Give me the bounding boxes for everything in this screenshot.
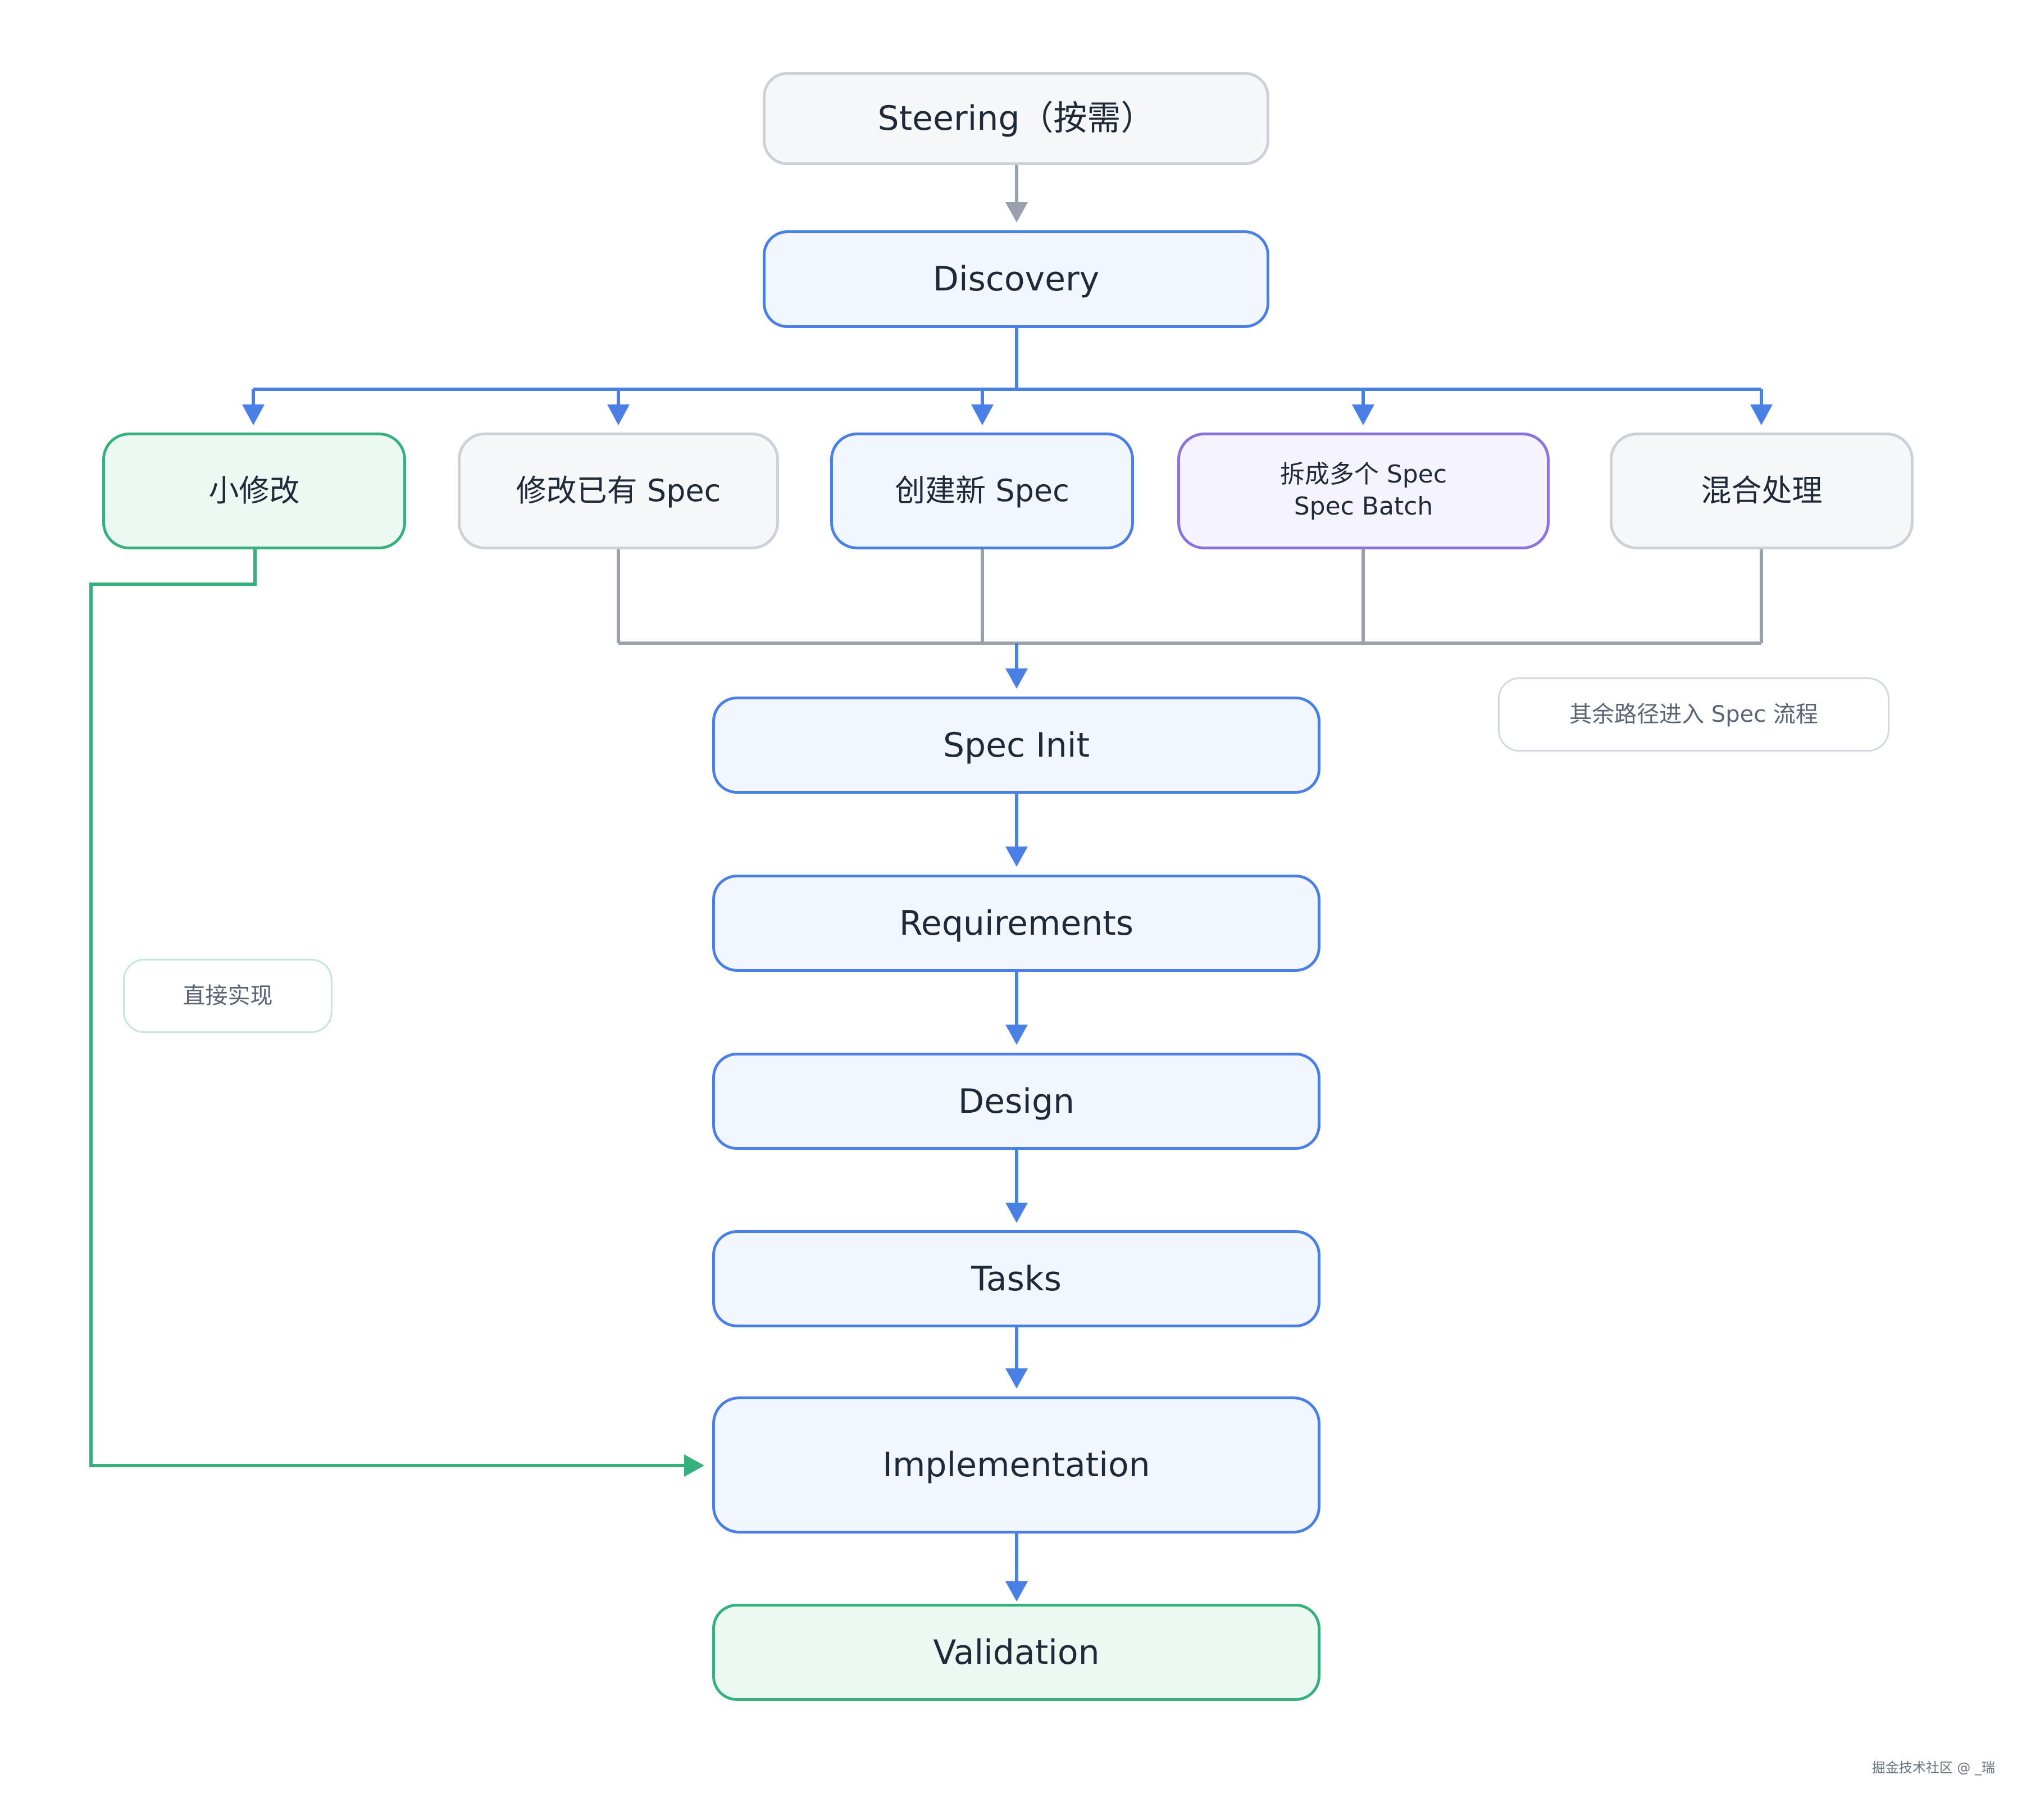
- arrow-merge-to-spec-init: [1005, 643, 1028, 689]
- tasks-label: Tasks: [971, 1259, 1062, 1299]
- new-spec-node[interactable]: 创建新 Spec: [830, 433, 1134, 549]
- watermark: 掘金技术社区 @ _瑞: [1871, 1760, 1995, 1776]
- split-spec-label-line2: Spec Batch: [1294, 492, 1433, 521]
- design-node[interactable]: Design: [712, 1053, 1320, 1150]
- validation-node[interactable]: Validation: [712, 1604, 1320, 1701]
- direct-implementation-note: 直接实现: [123, 959, 333, 1033]
- fan-out-arrowheads: [242, 404, 1773, 425]
- arrow-steering-to-discovery: [1005, 164, 1028, 222]
- requirements-node[interactable]: Requirements: [712, 875, 1320, 972]
- requirements-label: Requirements: [899, 903, 1134, 943]
- direct-implementation-note-text: 直接实现: [183, 983, 273, 1009]
- direct-implementation-path: [89, 549, 704, 1477]
- modify-spec-label: 修改已有 Spec: [516, 472, 721, 508]
- discovery-fan-out: [252, 328, 1763, 416]
- steering-label: Steering（按需）: [877, 99, 1155, 138]
- new-spec-label: 创建新 Spec: [895, 472, 1069, 508]
- mixed-handling-node[interactable]: 混合处理: [1610, 433, 1914, 549]
- modify-spec-node[interactable]: 修改已有 Spec: [458, 433, 779, 549]
- small-change-node[interactable]: 小修改: [102, 433, 406, 549]
- other-paths-note-text: 其余路径进入 Spec 流程: [1569, 702, 1818, 727]
- implementation-label: Implementation: [882, 1445, 1150, 1485]
- discovery-node[interactable]: Discovery: [763, 230, 1269, 328]
- small-change-label: 小修改: [208, 472, 300, 508]
- other-paths-note: 其余路径进入 Spec 流程: [1498, 677, 1889, 752]
- chain-arrowheads: [1005, 847, 1028, 1601]
- spec-paths-merge: [617, 549, 1763, 645]
- design-label: Design: [958, 1081, 1075, 1121]
- split-spec-node[interactable]: 拆成多个 Spec Spec Batch: [1177, 433, 1550, 549]
- tasks-node[interactable]: Tasks: [712, 1230, 1320, 1327]
- spec-init-node[interactable]: Spec Init: [712, 697, 1320, 794]
- mixed-handling-label: 混合处理: [1701, 472, 1823, 508]
- discovery-label: Discovery: [932, 260, 1100, 299]
- implementation-node[interactable]: Implementation: [712, 1396, 1320, 1534]
- steering-node[interactable]: Steering（按需）: [763, 72, 1269, 165]
- spec-init-label: Spec Init: [942, 725, 1090, 765]
- validation-label: Validation: [933, 1632, 1100, 1672]
- split-spec-label-line1: 拆成多个 Spec: [1279, 460, 1447, 489]
